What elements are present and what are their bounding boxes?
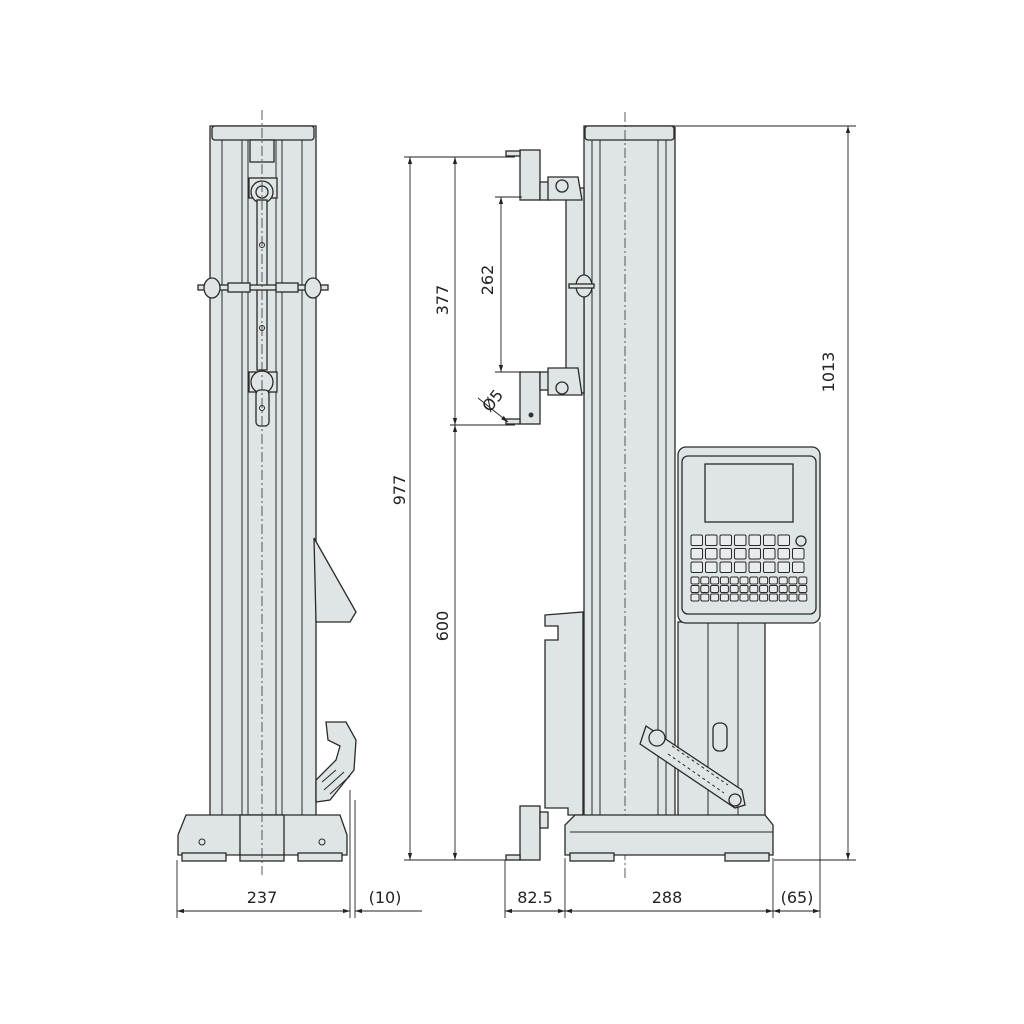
keypad-key — [778, 576, 788, 585]
keypad-key — [705, 561, 718, 573]
keypad-key — [778, 585, 788, 593]
keypad-key — [705, 534, 718, 546]
side-view: 237 (10) — [176, 110, 422, 918]
keypad-key — [777, 561, 790, 573]
keypad-key — [690, 548, 703, 560]
keypad-key — [700, 593, 710, 602]
side-display-panel — [313, 537, 357, 623]
dim-probe-offset: 82.5 — [517, 888, 553, 907]
keypad-key — [705, 548, 718, 560]
keypad-key — [763, 561, 776, 573]
keypad-key — [734, 534, 747, 546]
front-base — [564, 814, 774, 862]
keypad-key — [788, 585, 798, 593]
keypad-key — [729, 593, 739, 602]
keypad-key — [777, 534, 790, 546]
keypad-key — [748, 548, 761, 560]
front-dimensions: 1013 977 377 600 262 Ø5 — [390, 125, 856, 918]
keypad-key — [792, 548, 805, 560]
keypad-key — [759, 593, 769, 602]
dim-display-overhang: (65) — [781, 888, 814, 907]
front-view: 1013 977 377 600 262 Ø5 — [390, 112, 856, 918]
lower-probe-bracket — [505, 611, 584, 861]
keypad-key — [690, 561, 703, 573]
keypad-key — [729, 585, 739, 593]
keypad-key — [788, 593, 798, 602]
keypad-key — [768, 576, 778, 585]
keypad-key — [768, 593, 778, 602]
dim-probe-diameter: Ø5 — [478, 386, 507, 416]
keypad-key — [768, 585, 778, 593]
keypad-key — [749, 576, 759, 585]
probe-holder — [505, 149, 595, 425]
keypad-key — [788, 576, 798, 585]
dim-probe-max-height: 977 — [390, 475, 409, 506]
side-base — [177, 814, 348, 862]
keypad-key — [798, 593, 808, 602]
keypad-key — [734, 561, 747, 573]
lcd-screen — [704, 463, 794, 523]
keypad-key — [719, 576, 729, 585]
keypad-key — [710, 593, 720, 602]
keypad-key — [749, 593, 759, 602]
side-dimensions: 237 (10) — [176, 790, 422, 918]
keypad-key — [748, 561, 761, 573]
keypad-key — [759, 585, 769, 593]
keypad-key — [778, 593, 788, 602]
power-icon — [795, 535, 807, 547]
keypad-key — [710, 585, 720, 593]
keypad-key — [739, 593, 749, 602]
keypad-key — [690, 593, 700, 602]
keypad — [690, 534, 808, 602]
dim-base-depth: 288 — [652, 888, 683, 907]
keypad-key — [748, 534, 761, 546]
keypad-key — [690, 585, 700, 593]
dim-probe-span-upper: 377 — [433, 285, 452, 316]
keypad-key — [759, 576, 769, 585]
keypad-key — [719, 585, 729, 593]
keypad-key — [719, 561, 732, 573]
keypad-key — [749, 585, 759, 593]
dim-handle-overhang: (10) — [369, 888, 402, 907]
keypad-key — [739, 585, 749, 593]
dim-probe-lower-height: 600 — [433, 611, 452, 642]
keypad-key — [798, 585, 808, 593]
keypad-key — [729, 576, 739, 585]
dim-probe-arm-spacing: 262 — [478, 265, 497, 296]
keypad-key — [700, 576, 710, 585]
side-handwheel — [315, 721, 357, 803]
keypad-key — [719, 593, 729, 602]
keypad-key — [710, 576, 720, 585]
keypad-key — [739, 576, 749, 585]
keypad-key — [719, 534, 732, 546]
keypad-key — [690, 534, 703, 546]
handwheel-crank — [639, 724, 746, 809]
keypad-key — [719, 548, 732, 560]
front-column — [583, 125, 676, 817]
keypad-key — [700, 585, 710, 593]
dim-base-width: 237 — [247, 888, 278, 907]
keypad-key — [763, 534, 776, 546]
keypad-key — [777, 548, 790, 560]
dim-total-height: 1013 — [819, 352, 838, 393]
keypad-key — [690, 576, 700, 585]
keypad-key — [734, 548, 747, 560]
keypad-key — [792, 561, 805, 573]
keypad-key — [763, 548, 776, 560]
digital-display-unit — [677, 446, 821, 624]
keypad-key — [798, 576, 808, 585]
side-clamp-knobs — [197, 277, 329, 299]
